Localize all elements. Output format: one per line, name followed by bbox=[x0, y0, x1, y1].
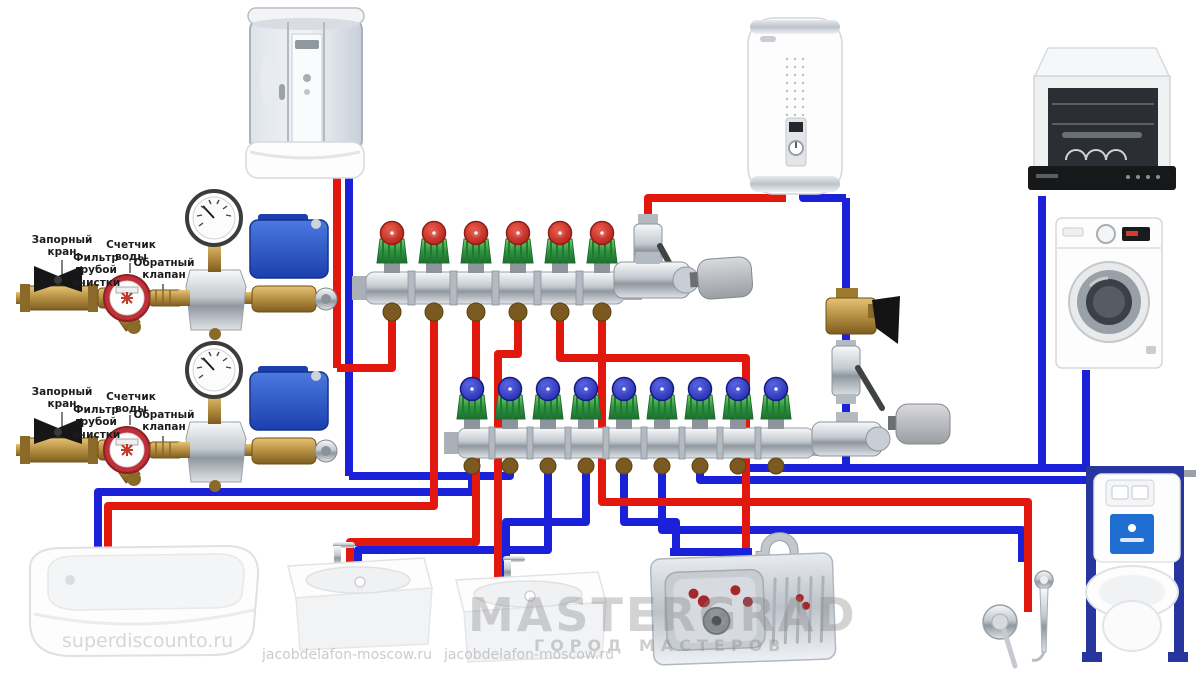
heater-logo bbox=[760, 36, 776, 42]
water-heater bbox=[747, 17, 843, 195]
washbasin-right bbox=[455, 556, 607, 663]
watermark-basin-left-store: jacobdelafon-moscow.ru bbox=[262, 647, 433, 663]
kitchen-sink bbox=[649, 532, 837, 666]
hot-manifold bbox=[352, 220, 642, 322]
hygienic-shower-set bbox=[982, 570, 1054, 669]
label-water-meter-bottom: Счетчик воды bbox=[106, 391, 156, 416]
washbasin-left bbox=[287, 542, 433, 651]
pipe-cold-main-right bbox=[734, 464, 1086, 472]
toilet-with-frame bbox=[1082, 466, 1196, 662]
label-coarse-filter-bottom: Фильтр грубой очистки bbox=[71, 404, 121, 441]
pipe-cold-to-basin-left bbox=[354, 466, 552, 566]
relief-valve-lever bbox=[872, 296, 900, 344]
cistern-label bbox=[1110, 514, 1154, 554]
pipe-hot-to-basin-right bbox=[494, 314, 522, 584]
cold-safety-group bbox=[811, 288, 951, 457]
washing-machine bbox=[1055, 217, 1163, 369]
watermark-basin-right-store: jacobdelafon-moscow.ru bbox=[444, 647, 615, 663]
pipe-hot-to-shower bbox=[337, 314, 396, 372]
label-shutoff-valve-top: Запорный кран bbox=[31, 234, 93, 259]
pipe-cold-to-shower bbox=[349, 466, 514, 480]
bathtub bbox=[28, 544, 260, 658]
label-check-valve-top: Обратный клапан bbox=[133, 257, 195, 282]
label-coarse-filter-top: Фильтр грубой очистки bbox=[71, 252, 121, 289]
shower-cabin bbox=[245, 7, 365, 179]
label-check-valve-bottom: Обратный клапан bbox=[133, 409, 195, 434]
watermark-tagline: ГОРОД МАСТЕРОВ bbox=[534, 636, 787, 655]
washer-logo bbox=[1062, 227, 1084, 237]
hot-air-vent bbox=[689, 256, 754, 300]
cold-manifold bbox=[444, 376, 836, 475]
pipe-cold-to-kitchen-sink bbox=[620, 466, 752, 556]
pipe-hot-from-heater bbox=[644, 194, 786, 228]
hot-valve-group bbox=[613, 214, 754, 300]
pipe-hot-to-bathtub bbox=[104, 314, 438, 558]
watermark-bathtub-store: superdiscounto.ru bbox=[62, 630, 234, 652]
watermark-brand: MASTERGRAD bbox=[468, 588, 858, 642]
dishwasher-door-panel bbox=[1028, 166, 1176, 190]
label-shutoff-valve-bottom: Запорный кран bbox=[31, 386, 93, 411]
label-water-meter-top: Счетчик воды bbox=[106, 239, 156, 264]
berries bbox=[688, 585, 811, 610]
toilet-bowl bbox=[1102, 600, 1162, 652]
dishwasher bbox=[1028, 47, 1176, 190]
cold-air-vent bbox=[895, 403, 951, 445]
washer-knob bbox=[1096, 224, 1116, 244]
pipe-cold-to-toilet bbox=[696, 466, 1128, 528]
pipe-hot-to-bidet-sprayer bbox=[598, 314, 1032, 612]
